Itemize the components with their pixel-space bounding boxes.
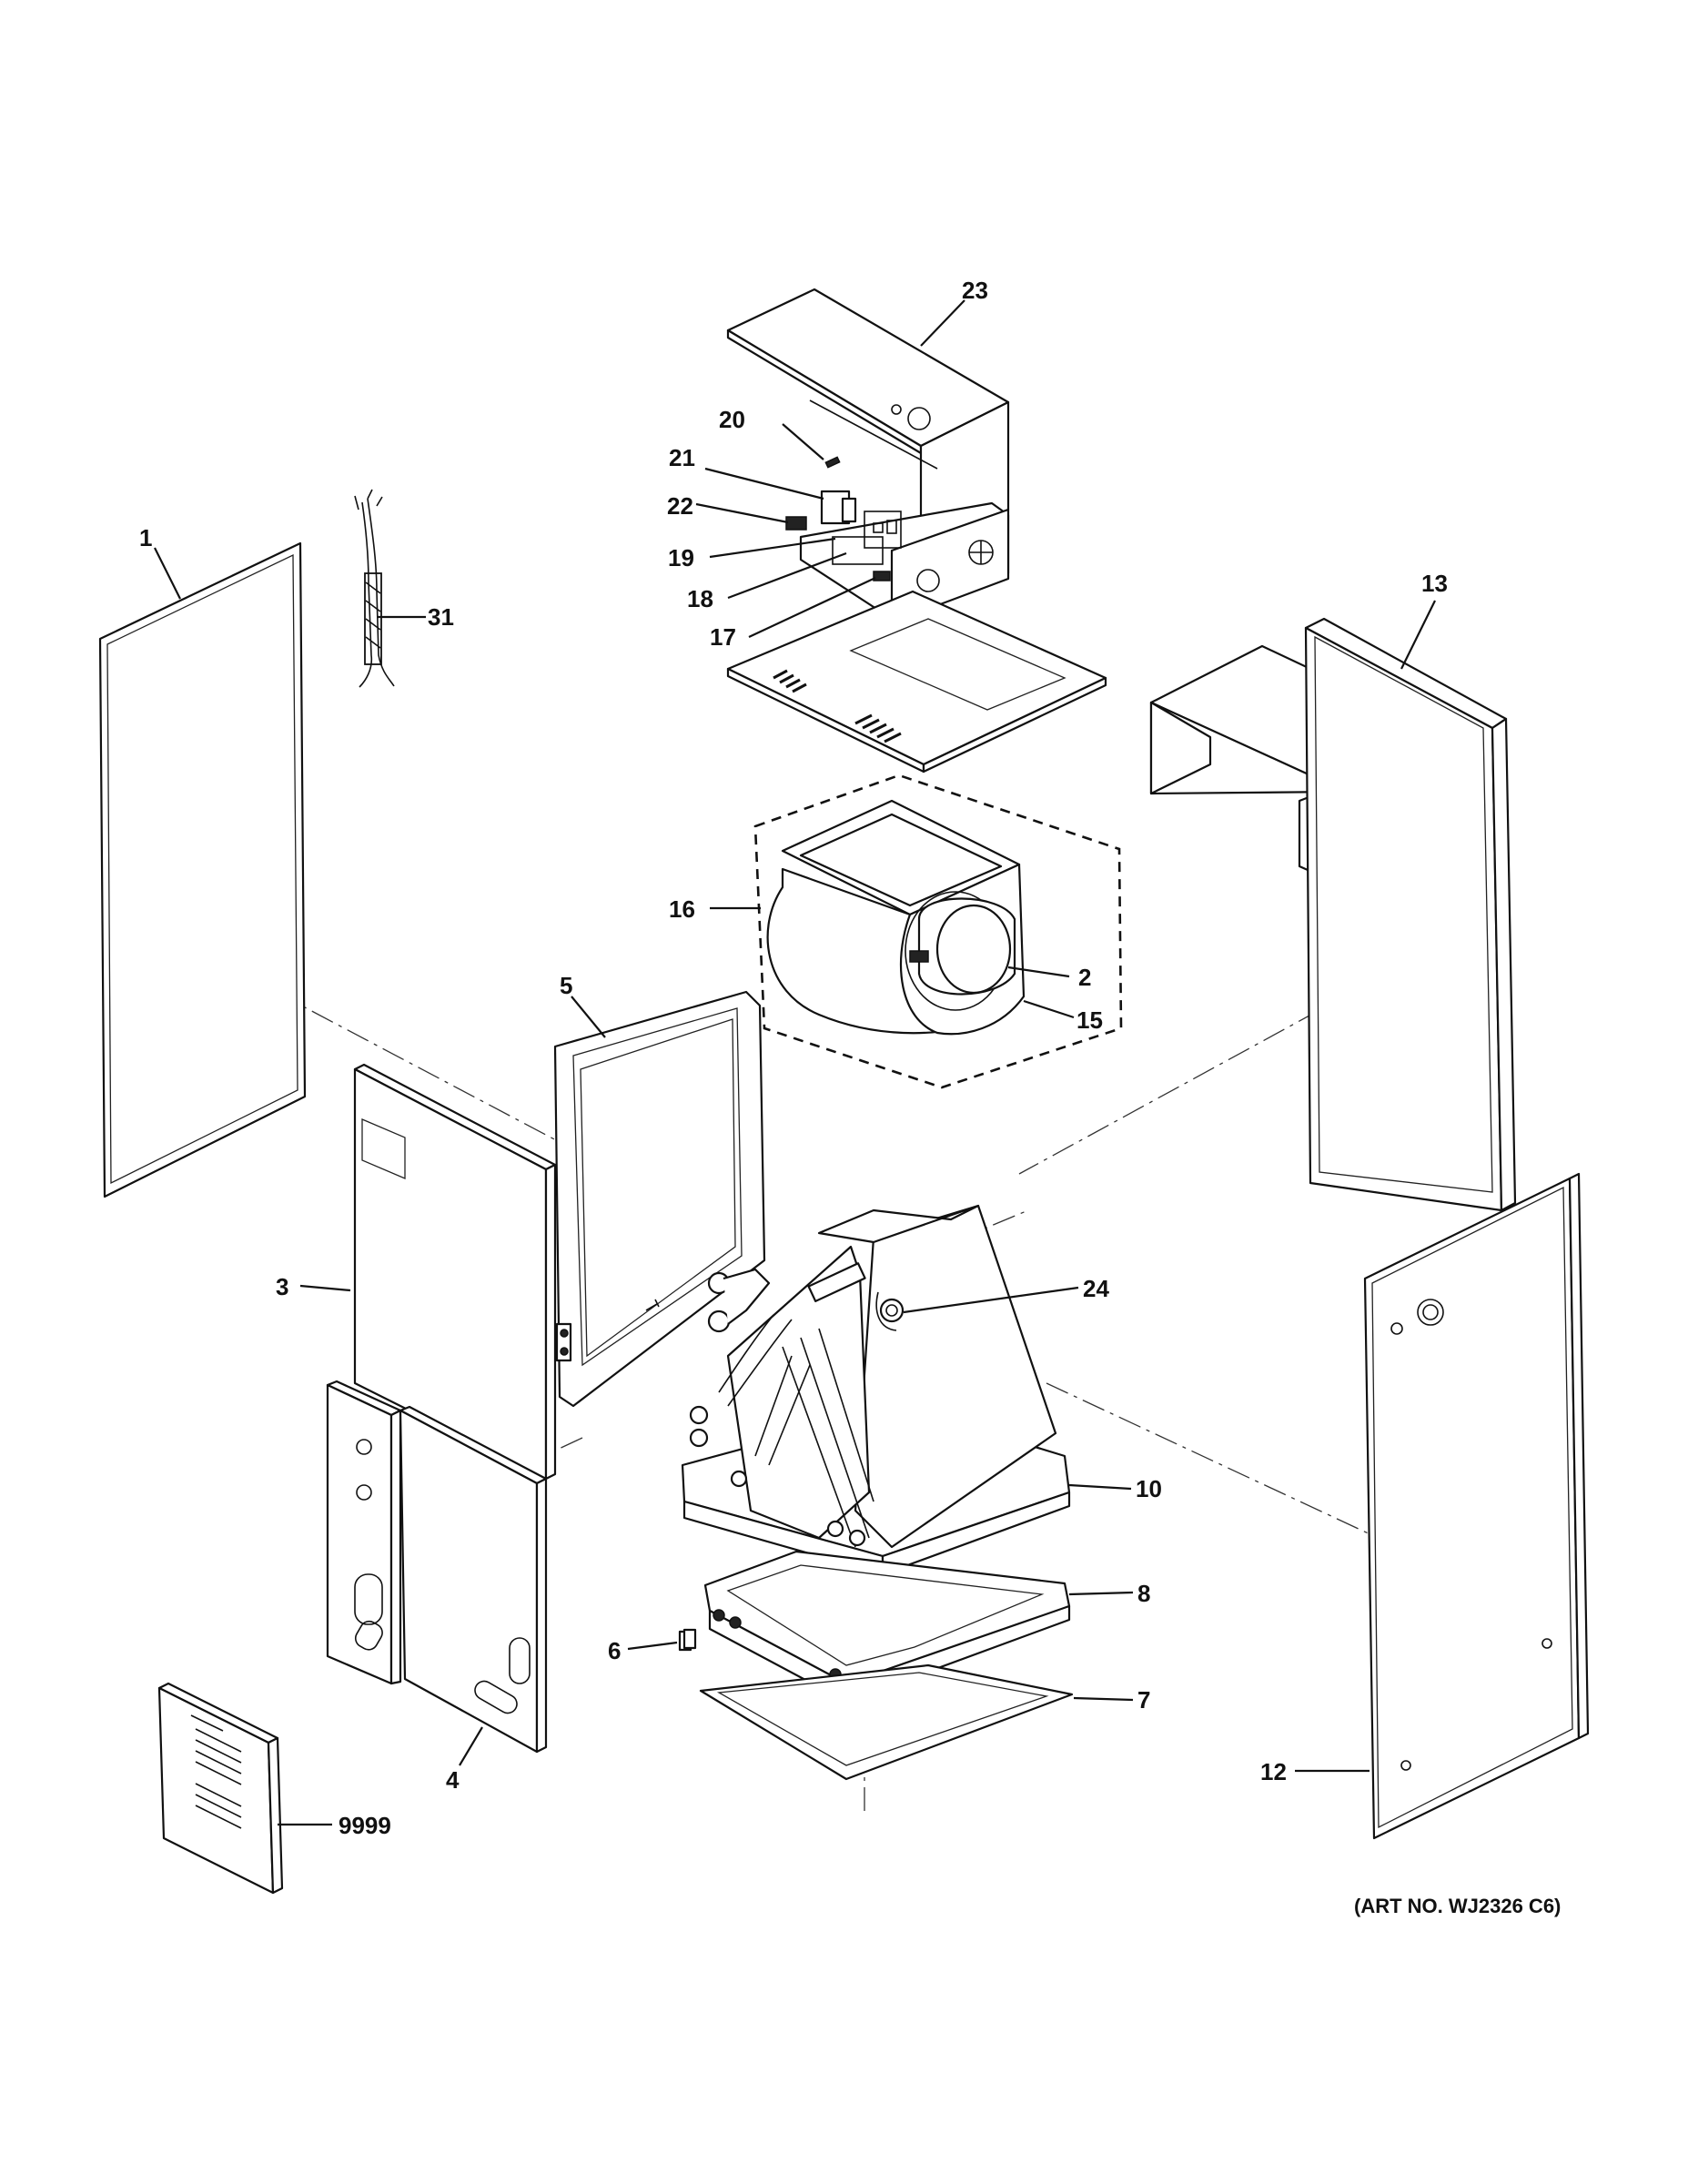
callout-6: 6	[608, 1637, 621, 1664]
callout-21: 21	[669, 444, 695, 471]
callout-22: 22	[667, 492, 693, 520]
callout-5: 5	[560, 972, 572, 999]
callout-4: 4	[446, 1766, 460, 1794]
callout-8: 8	[1137, 1580, 1150, 1607]
part-1-side-panel[interactable]	[98, 541, 307, 1198]
callout-31: 31	[428, 603, 454, 631]
part-10-evaporator-coil[interactable]	[681, 1204, 1071, 1576]
callout-18: 18	[687, 585, 713, 612]
callout-16: 16	[669, 895, 695, 923]
part-16-blower-assembly[interactable]	[753, 774, 1123, 1089]
part-2-blower-motor[interactable]	[909, 897, 1016, 996]
part-4-lower-panels[interactable]	[326, 1380, 548, 1754]
part-7-filter[interactable]	[699, 1663, 1074, 1781]
callout-9999: 9999	[339, 1812, 391, 1839]
callout-17: 17	[710, 623, 736, 651]
callout-23: 23	[962, 277, 988, 304]
callout-24: 24	[1083, 1275, 1109, 1302]
part-3-access-panel[interactable]	[353, 1063, 557, 1481]
callout-1: 1	[139, 524, 152, 551]
callout-19: 19	[668, 544, 694, 571]
callout-15: 15	[1076, 1006, 1103, 1034]
part-6-drain-plug[interactable]	[678, 1628, 697, 1652]
callout-2: 2	[1078, 964, 1091, 991]
callout-12: 12	[1260, 1758, 1287, 1785]
callout-labels: 1 31 23 20 21 22 19 18 17 13 16 2 15 5 3…	[139, 277, 1561, 1917]
part-5-frame[interactable]	[553, 990, 766, 1408]
part-20-connector[interactable]	[824, 456, 841, 469]
callout-7: 7	[1137, 1686, 1150, 1714]
callout-10: 10	[1136, 1475, 1162, 1502]
leader-lines	[154, 299, 1436, 1826]
callout-13: 13	[1421, 570, 1448, 597]
art-number: (ART NO. WJ2326 C6)	[1354, 1895, 1561, 1917]
control-box-base-plate[interactable]	[726, 590, 1107, 774]
callout-3: 3	[276, 1273, 288, 1300]
part-24-sensor[interactable]	[875, 1291, 905, 1331]
part-31-wire-harness[interactable]	[354, 489, 395, 688]
part-12-front-panel[interactable]	[1363, 1172, 1590, 1840]
part-9999-literature-kit[interactable]	[157, 1682, 284, 1895]
part-13-back-panel[interactable]	[1304, 617, 1517, 1212]
callout-20: 20	[719, 406, 745, 433]
